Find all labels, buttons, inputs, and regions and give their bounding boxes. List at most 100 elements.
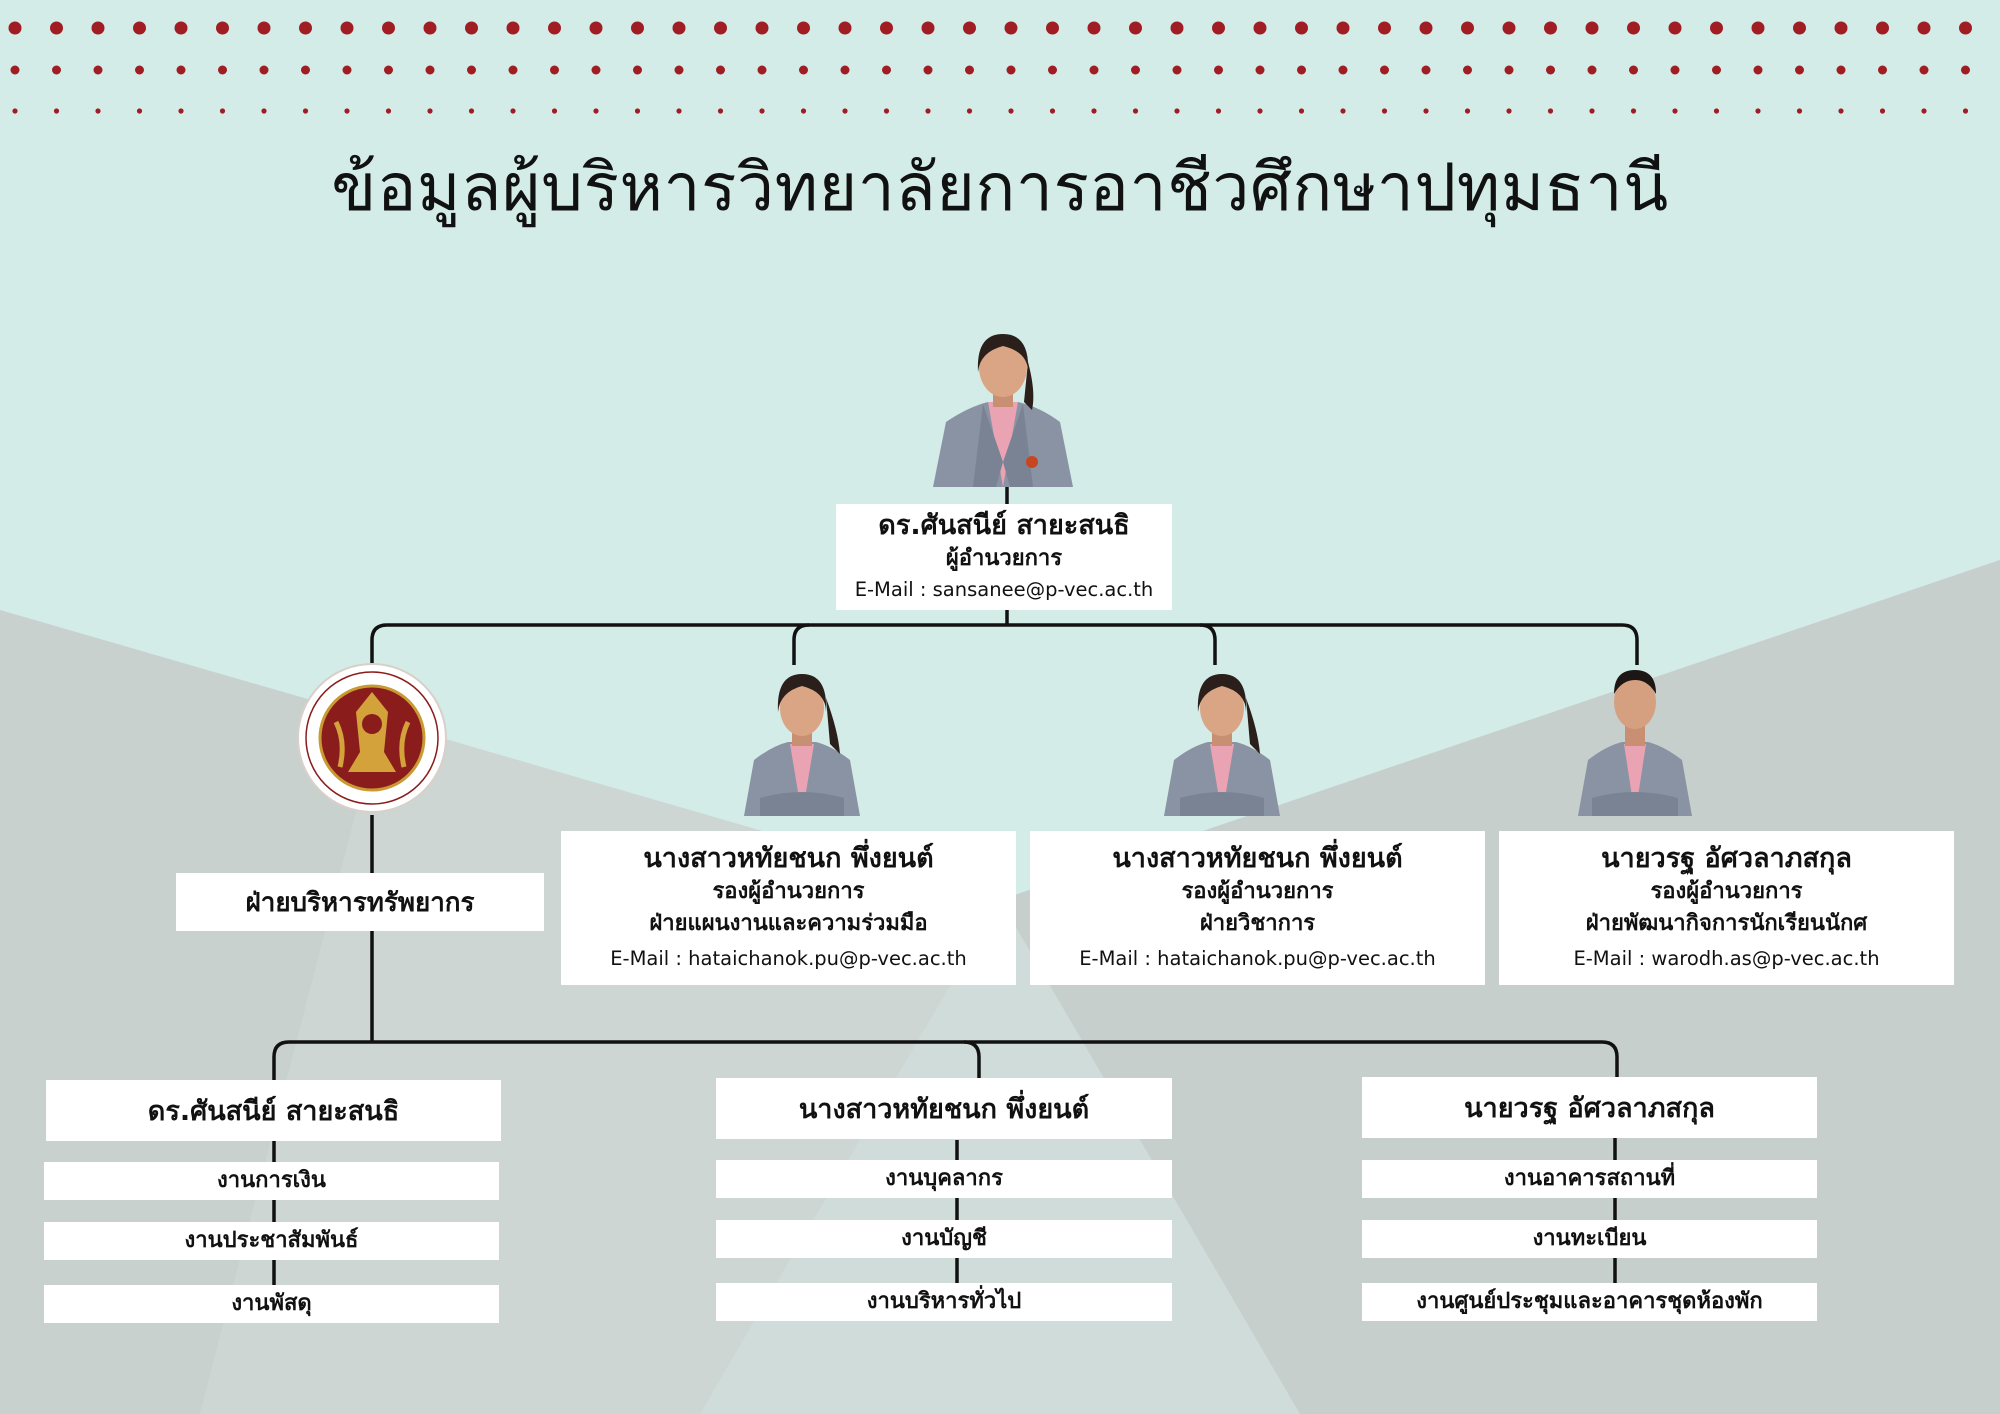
decorative-dot: [176, 65, 186, 75]
decorative-dot: [344, 108, 350, 114]
deputy-email-1: E-Mail : hataichanok.pu@p-vec.ac.th: [610, 947, 967, 970]
decorative-dot: [1713, 108, 1720, 114]
decorative-dot: [923, 65, 933, 75]
decorative-dot: [717, 108, 724, 114]
decorative-dot: [1048, 65, 1057, 75]
decorative-dot: [1544, 21, 1557, 35]
decorative-dot: [1255, 65, 1265, 75]
decorative-dot: [1712, 65, 1721, 75]
decorative-dot: [1461, 21, 1474, 35]
director-email: E-Mail : sansanee@p-vec.ac.th: [854, 578, 1154, 601]
deputy-name-1: นางสาวหทัยชนก พึ่งยนต์: [643, 843, 934, 874]
task-general-admin: งานบริหารทั่วไป: [716, 1283, 1172, 1321]
decorative-dot: [1753, 65, 1763, 75]
decorative-dot: [1008, 108, 1014, 114]
decorative-dot: [921, 21, 935, 35]
decorative-dot: [1091, 108, 1097, 114]
decorative-dot: [883, 108, 890, 114]
decorative-dot: [633, 65, 642, 75]
decorative-dot: [384, 65, 393, 75]
decorative-dot: [593, 108, 599, 114]
decorative-dot: [1959, 21, 1972, 35]
page-title: ข้อมูลผู้บริหารวิทยาลัยการอาชีวศึกษาปทุม…: [331, 149, 1669, 226]
decorative-dot: [385, 108, 392, 114]
decorative-dot: [382, 21, 395, 35]
deputy-email-3: E-Mail : warodh.as@p-vec.ac.th: [1573, 947, 1880, 970]
decorative-dot: [259, 65, 269, 75]
decorative-dot: [1046, 21, 1059, 35]
decorative-dot: [838, 21, 852, 35]
decorative-dot: [1421, 65, 1431, 75]
decorative-dot: [966, 108, 973, 114]
decorative-dot: [1380, 65, 1389, 75]
decorative-dot: [1381, 108, 1388, 114]
decorative-dot: [219, 108, 226, 114]
decorative-dot: [1131, 65, 1140, 75]
decorative-dot: [589, 21, 603, 35]
decorative-dot: [340, 21, 354, 35]
deputy-name-3: นายวรฐ อัศวลาภสกุล: [1601, 843, 1852, 874]
deputy-position-1: รองผู้อำนวยการ: [712, 879, 865, 904]
decorative-dot: [93, 65, 103, 75]
task-supplies: งานพัสดุ: [44, 1285, 499, 1323]
decorative-dot: [1214, 65, 1223, 75]
decorative-dot: [1627, 21, 1640, 35]
decorative-dot: [91, 21, 105, 35]
decorative-dot: [301, 65, 310, 75]
decorative-dot: [1630, 108, 1637, 114]
decorative-dot: [1087, 21, 1101, 35]
deputy-division-1: ฝ่ายแผนงานและความร่วมมือ: [649, 911, 928, 936]
decorative-dot: [1585, 21, 1599, 35]
resource-department-box: ฝ่ายบริหารทรัพยากร: [176, 873, 544, 931]
decorative-dot: [1004, 21, 1018, 35]
group-head-2: นางสาวหทัยชนก พึ่งยนต์: [716, 1078, 1172, 1139]
decorative-dot: [1836, 65, 1846, 75]
task-buildings: งานอาคารสถานที่: [1362, 1160, 1817, 1198]
decorative-dot: [508, 65, 518, 75]
decorative-dot: [1336, 21, 1350, 35]
decorative-dot: [174, 21, 188, 35]
decorative-dot: [1672, 108, 1678, 114]
decorative-dot: [423, 21, 437, 35]
decorative-dot: [1172, 65, 1182, 75]
decorative-dot: [1879, 108, 1886, 114]
decorative-dot: [840, 65, 850, 75]
decorative-dot: [257, 21, 271, 35]
decorative-dot: [882, 65, 891, 75]
decorative-dot: [755, 21, 769, 35]
decorative-dot: [299, 21, 312, 35]
decorative-dot: [342, 65, 352, 75]
decorative-dot: [757, 65, 767, 75]
decorative-dot: [1297, 65, 1306, 75]
decorative-dot: [1257, 108, 1263, 114]
decorative-dot: [1838, 108, 1844, 114]
decorative-dot: [1464, 108, 1471, 114]
decorative-dot: [1298, 108, 1305, 114]
decorative-dot: [674, 65, 684, 75]
decorative-dot: [672, 21, 686, 35]
deputy-photo-1: [744, 674, 860, 816]
task-public-relations: งานประชาสัมพันธ์: [44, 1222, 499, 1260]
decorative-dot: [1546, 65, 1555, 75]
decorative-dot: [506, 21, 520, 35]
decorative-dot: [842, 108, 848, 114]
decorative-dot: [797, 21, 810, 35]
decorative-dot: [1587, 65, 1597, 75]
director-photo: [933, 334, 1073, 487]
deputy-card-1: นางสาวหทัยชนก พึ่งยนต์ รองผู้อำนวยการ ฝ่…: [561, 831, 1016, 985]
decorative-dot: [1006, 65, 1016, 75]
decorative-dot: [716, 65, 725, 75]
deputy-card-3: นายวรฐ อัศวลาภสกุล รองผู้อำนวยการ ฝ่ายพั…: [1499, 831, 1954, 985]
decorative-dot: [676, 108, 682, 114]
decorative-dot: [1506, 108, 1512, 114]
decorative-dot: [1089, 65, 1099, 75]
decorative-dot: [1340, 108, 1346, 114]
decorative-dot: [1670, 65, 1680, 75]
decorative-dot: [1876, 21, 1889, 35]
director-position: ผู้อำนวยการ: [945, 546, 1063, 571]
decorative-dot: [591, 65, 601, 75]
decorative-dot: [425, 65, 435, 75]
decorative-dot: [1129, 21, 1142, 35]
decorative-dot: [133, 21, 146, 35]
deputy-photo-2: [1164, 674, 1280, 816]
